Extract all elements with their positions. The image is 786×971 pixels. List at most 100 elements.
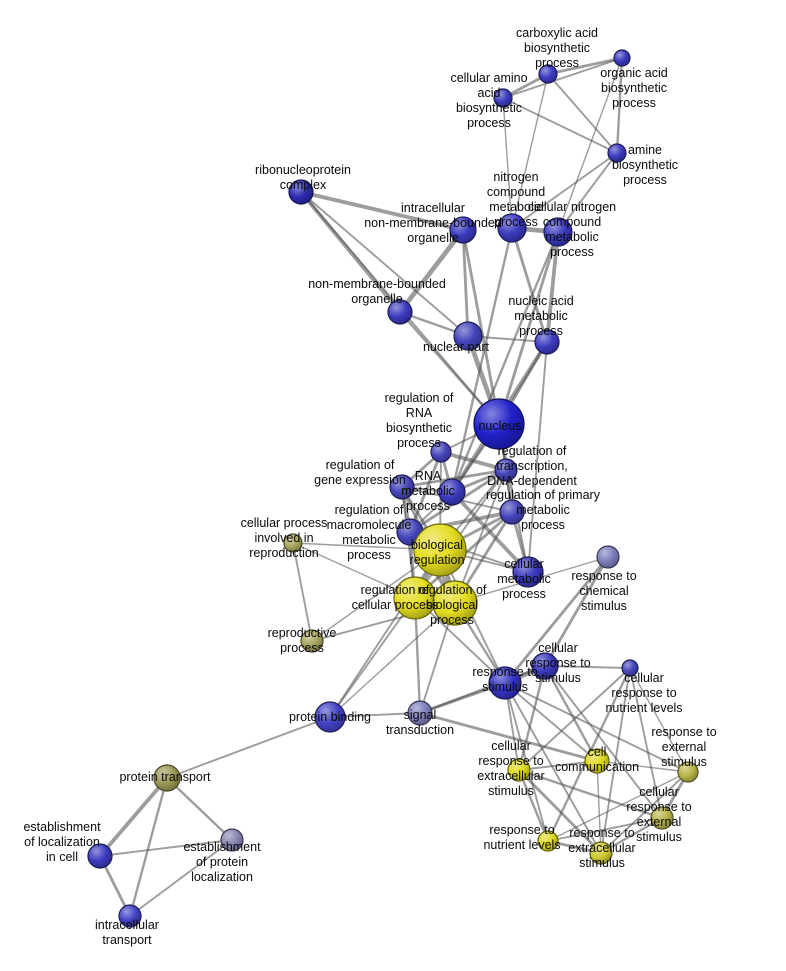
graph-edge (497, 230, 560, 426)
graph-edge (504, 682, 602, 854)
graph-edge (329, 602, 456, 718)
graph-edge (397, 227, 466, 315)
graph-node-response_nutrient[interactable] (537, 830, 559, 852)
graph-edge (128, 776, 169, 918)
graph-node-cp_reproduction[interactable] (283, 533, 303, 553)
graph-edge (543, 555, 610, 668)
graph-node-carboxylic_acid_bp[interactable] (538, 64, 558, 84)
graph-node-intracellular_nmbo[interactable] (449, 216, 477, 244)
graph-edge (292, 542, 313, 642)
graph-edge (510, 226, 549, 344)
graph-node-response_stimulus[interactable] (488, 666, 522, 700)
graph-edge (418, 711, 599, 763)
graph-edge (503, 555, 610, 685)
graph-edge (511, 73, 549, 229)
graph-edge (517, 768, 550, 843)
graph-edge (166, 716, 331, 779)
graph-node-reg_gene_expr[interactable] (389, 474, 415, 500)
graph-node-nmbo[interactable] (387, 299, 413, 325)
graph-edge (629, 667, 663, 819)
graph-edge (454, 469, 507, 604)
graph-edge (450, 226, 514, 494)
graph-edge (511, 152, 618, 229)
graph-edge (129, 839, 233, 917)
graph-edge (98, 776, 169, 858)
graph-edge (165, 776, 234, 842)
nodes-layer (87, 49, 699, 928)
graph-node-rna_mp[interactable] (438, 478, 466, 506)
graph-edge (543, 664, 599, 763)
graph-edge (292, 542, 416, 599)
graph-node-reg_biological_process[interactable] (432, 580, 478, 626)
graph-edge (547, 73, 618, 154)
graph-edge (99, 839, 233, 857)
graph-edge (527, 341, 548, 573)
graph-edge (518, 667, 631, 771)
graph-node-signal_transduction[interactable] (407, 700, 433, 726)
graph-edge (504, 682, 689, 773)
graph-node-est_localization_cell[interactable] (87, 843, 113, 869)
graph-edge (450, 230, 560, 494)
graph-node-reg_transcription[interactable] (494, 458, 518, 482)
graph-edge (600, 667, 631, 854)
graph-node-cellular_response_extracellular[interactable] (507, 758, 531, 782)
graph-node-cellular_amino_bp[interactable] (493, 88, 513, 108)
graph-node-reproductive_process[interactable] (300, 629, 324, 653)
graph-node-biological_regulation[interactable] (413, 523, 467, 577)
graph-node-est_protein_localization[interactable] (220, 828, 244, 852)
graph-node-amine_bp[interactable] (607, 143, 627, 163)
graph-node-response_extracellular[interactable] (589, 841, 613, 865)
graph-edge (461, 228, 470, 338)
graph-edge (300, 191, 469, 337)
graph-edge (502, 57, 623, 99)
graph-node-reg_cellular_process[interactable] (393, 576, 437, 620)
graph-node-nucleus[interactable] (473, 398, 525, 450)
graph-edge (502, 97, 618, 154)
graph-edge (546, 56, 624, 76)
graph-edge (517, 768, 664, 820)
graph-node-cellular_response_stimulus[interactable] (531, 652, 559, 680)
graph-edge (547, 771, 689, 842)
graph-node-response_chemical[interactable] (596, 545, 620, 569)
graph-node-reg_rna_bp[interactable] (430, 441, 452, 463)
graph-node-ribonucleoprotein[interactable] (288, 179, 314, 205)
graph-node-reg_primary_mp[interactable] (499, 499, 525, 525)
graph-edge (504, 682, 598, 762)
graph-edge (545, 230, 560, 344)
graph-edge (544, 665, 631, 669)
graph-edge (517, 664, 547, 772)
graph-edge (517, 768, 603, 855)
graph-node-nucleic_acid_mp[interactable] (534, 329, 560, 355)
graph-edge (502, 97, 513, 229)
graph-node-nitrogen_compound_mp[interactable] (497, 213, 527, 243)
graph-node-cellular_mp[interactable] (512, 556, 544, 588)
graph-node-response_external[interactable] (677, 761, 699, 783)
graph-edge (400, 468, 508, 489)
graph-node-organic_acid_bp[interactable] (613, 49, 631, 67)
graph-edge (557, 152, 618, 233)
graph-node-nuclear_part[interactable] (453, 321, 483, 351)
graph-node-intracellular_transport[interactable] (118, 904, 142, 928)
graph-edge (329, 549, 441, 718)
graph-node-cellular_response_nutrient[interactable] (621, 659, 639, 677)
graph-edge (547, 817, 663, 842)
graph-edge (518, 760, 598, 771)
graph-node-cellular_nitrogen_mp[interactable] (543, 217, 573, 247)
graph-edge (544, 665, 663, 819)
graph-edge (596, 760, 689, 773)
graph-node-protein_binding[interactable] (314, 701, 346, 733)
graph-edge (615, 56, 624, 155)
graph-edge (599, 816, 664, 855)
graph-node-protein_transport[interactable] (153, 764, 181, 792)
graph-edge (596, 760, 602, 854)
graph-edge (461, 228, 501, 426)
graph-node-cellular_response_external[interactable] (650, 806, 674, 830)
graph-edge (557, 57, 623, 233)
graph-edge (299, 190, 465, 232)
graph-node-cell_communication[interactable] (584, 748, 610, 774)
